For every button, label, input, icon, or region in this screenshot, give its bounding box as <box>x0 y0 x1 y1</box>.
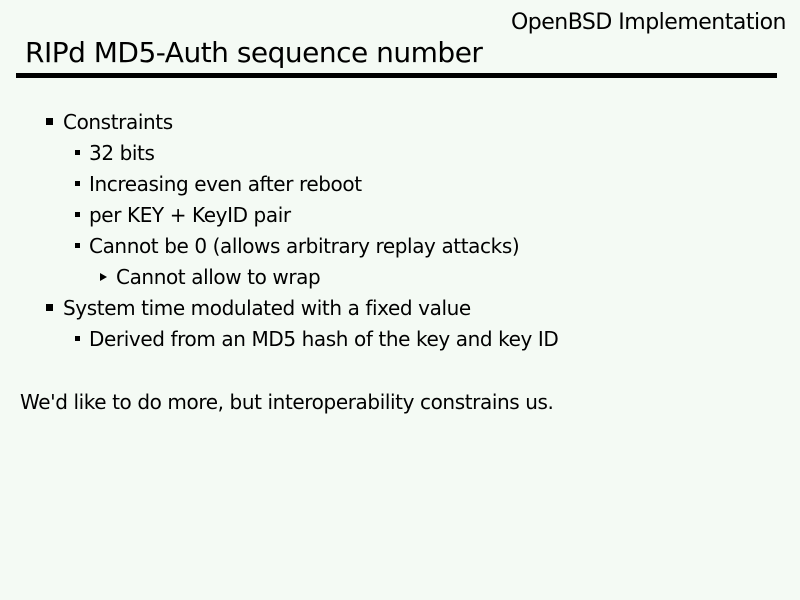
bullet-text: Increasing even after reboot <box>89 171 362 196</box>
slide-header-note: OpenBSD Implementation <box>510 10 787 35</box>
bullet-text: System time modulated with a fixed value <box>63 295 471 320</box>
bullet-item: Cannot be 0 (allows arbitrary replay att… <box>0 230 800 261</box>
bullet-item: Constraints <box>0 106 800 137</box>
bullet-text: 32 bits <box>89 140 155 165</box>
square-bullet-icon <box>46 304 53 311</box>
square-bullet-icon <box>75 243 80 248</box>
bullet-item: Increasing even after reboot <box>0 168 800 199</box>
bullet-item: Cannot allow to wrap <box>0 261 800 292</box>
square-bullet-icon <box>46 118 53 125</box>
closing-remark: We'd like to do more, but interoperabili… <box>20 390 554 414</box>
bullet-item: Derived from an MD5 hash of the key and … <box>0 323 800 354</box>
bullet-text: Cannot be 0 (allows arbitrary replay att… <box>89 233 520 258</box>
square-bullet-icon <box>75 212 80 217</box>
bullet-text: Cannot allow to wrap <box>116 264 321 289</box>
bullet-item: System time modulated with a fixed value <box>0 292 800 323</box>
square-bullet-icon <box>75 181 80 186</box>
bullet-text: Constraints <box>63 109 173 134</box>
title-rule-divider <box>16 73 777 78</box>
bullet-text: Derived from an MD5 hash of the key and … <box>89 326 559 351</box>
bullet-item: 32 bits <box>0 137 800 168</box>
bullet-item: per KEY + KeyID pair <box>0 199 800 230</box>
square-bullet-icon <box>75 150 80 155</box>
triangle-bullet-icon <box>100 272 107 281</box>
bullet-text: per KEY + KeyID pair <box>89 202 291 227</box>
slide-title: RIPd MD5-Auth sequence number <box>25 36 483 69</box>
square-bullet-icon <box>75 336 80 341</box>
